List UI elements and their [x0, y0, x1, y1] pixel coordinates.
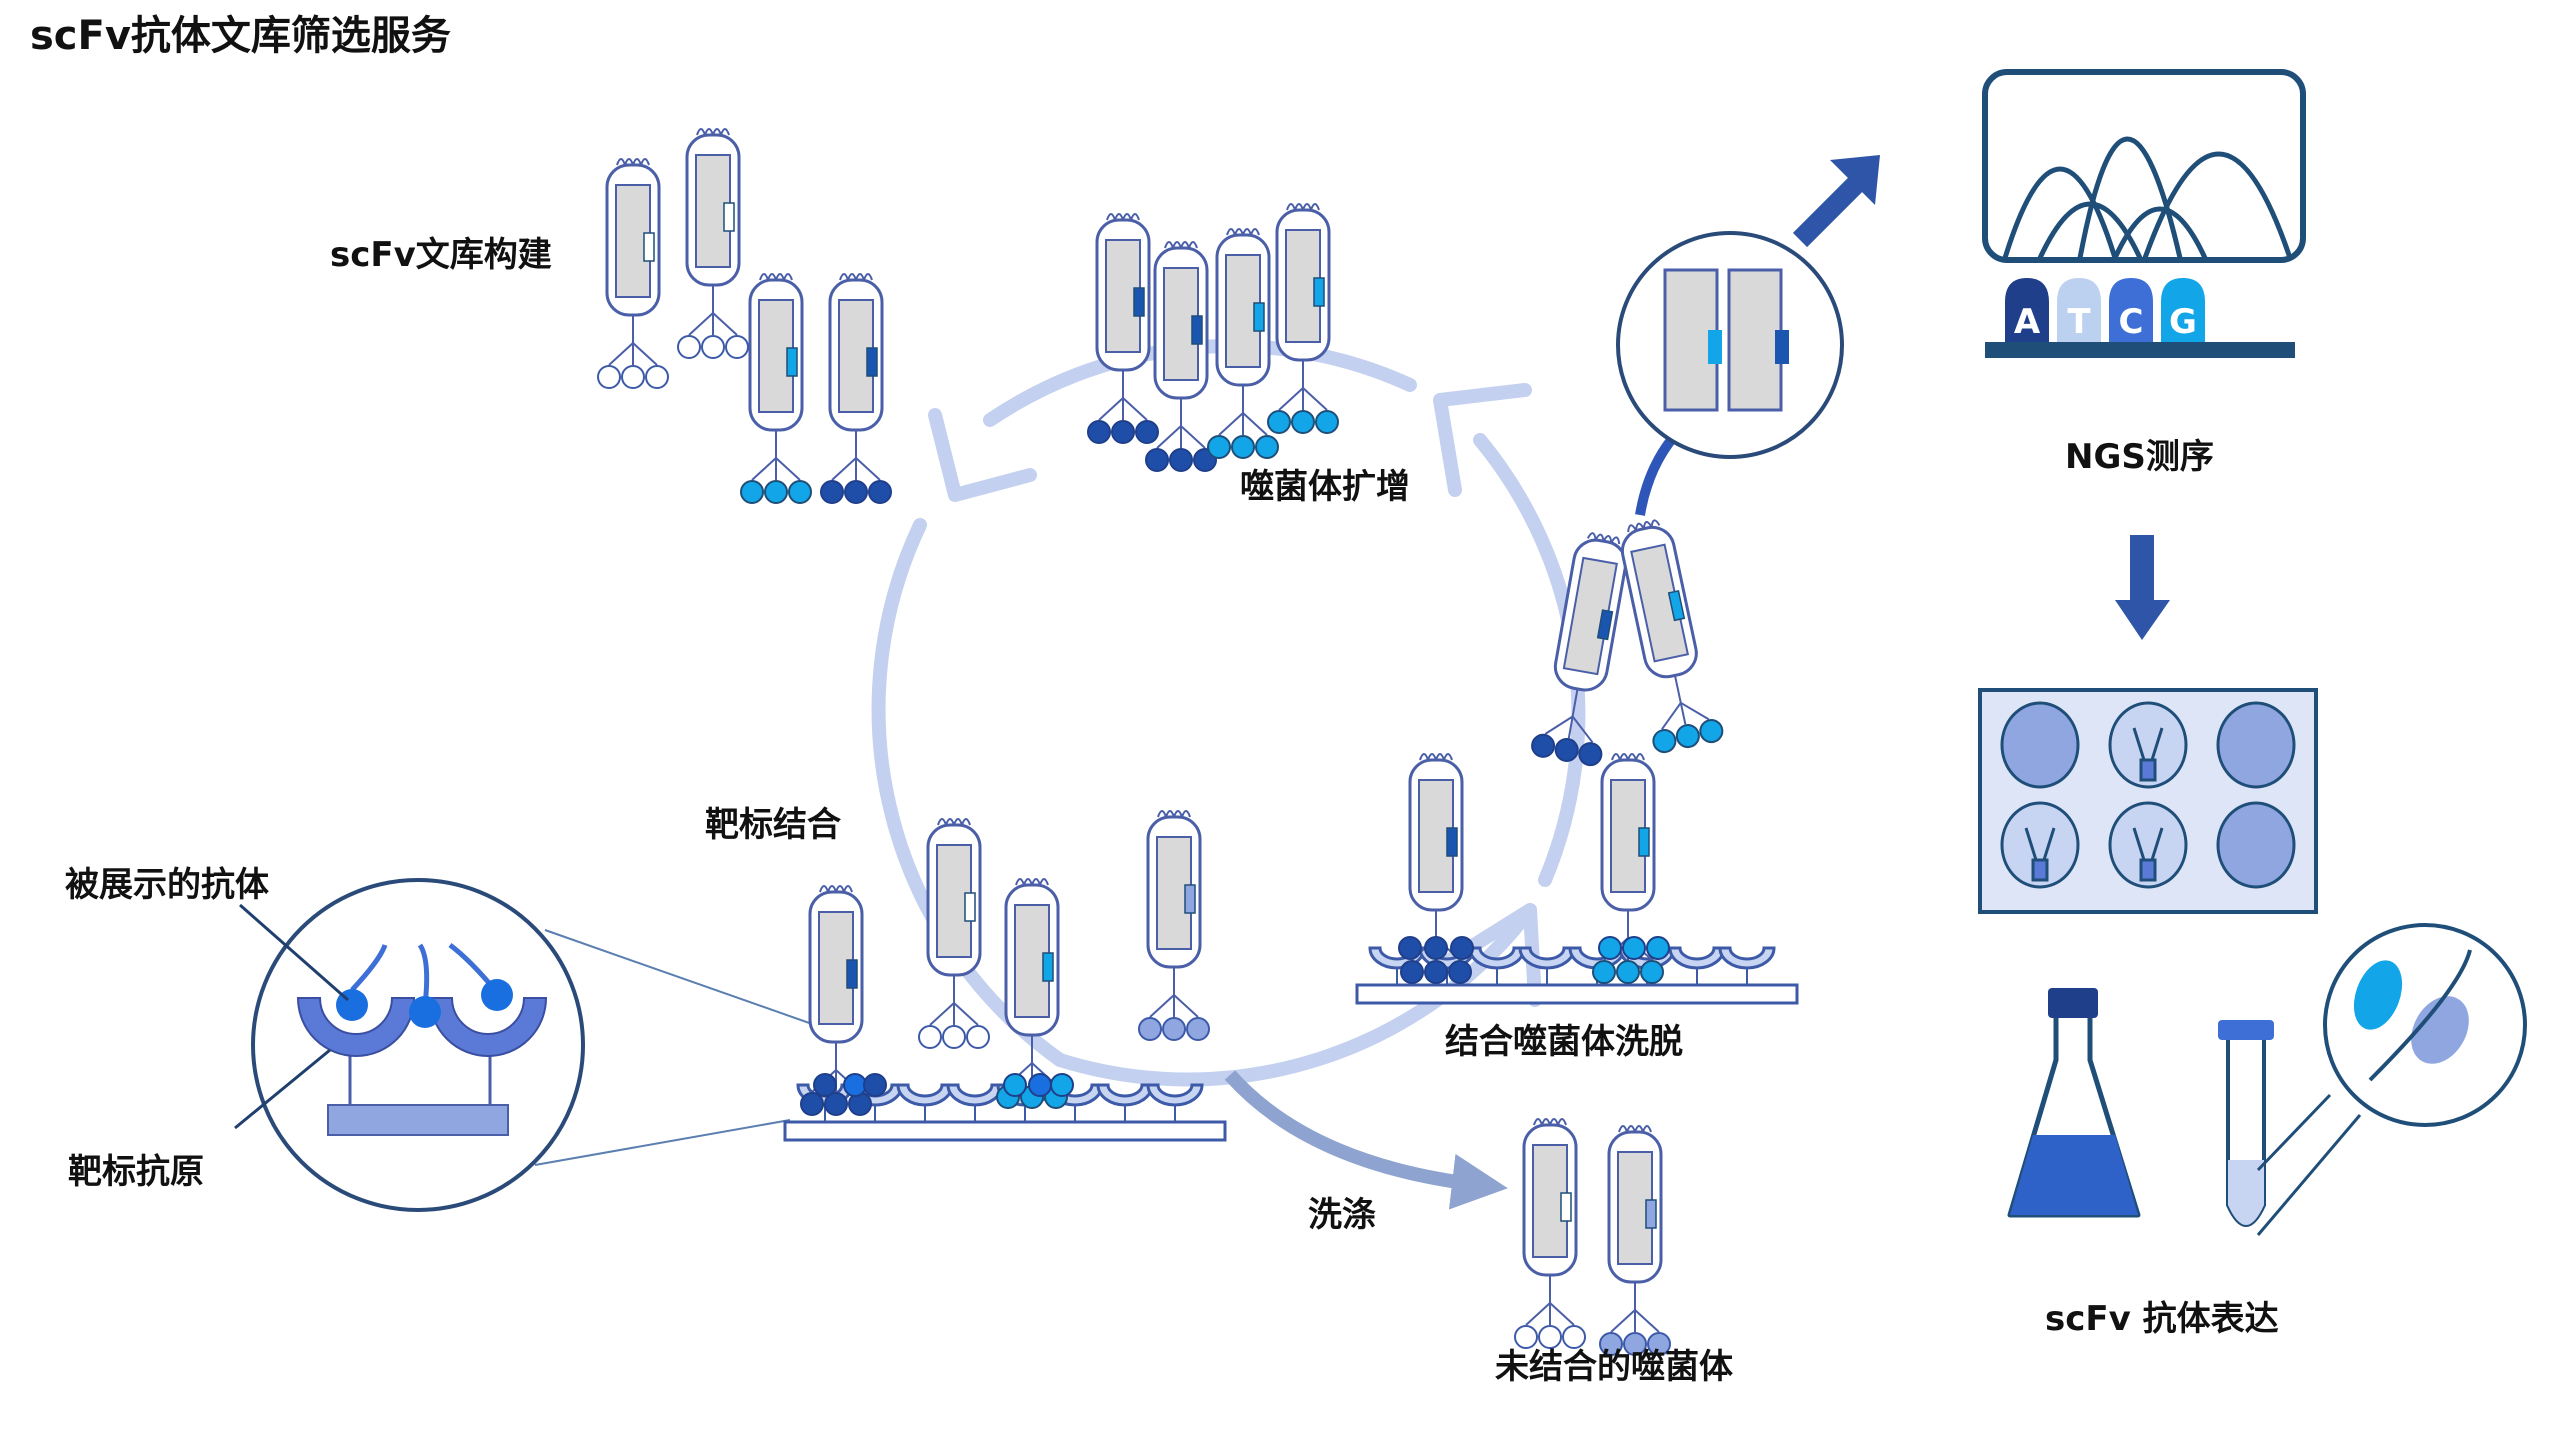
label-elution: 结合噬菌体洗脱 — [1445, 1022, 1683, 1062]
ngs-panel: A T C G — [1982, 69, 2306, 358]
plate-well — [1146, 1083, 1204, 1107]
bound-phage-ball — [1646, 936, 1670, 960]
phage — [1514, 1118, 1586, 1349]
phage — [1207, 228, 1279, 459]
label-target-antigen: 靶标抗原 — [68, 1152, 204, 1192]
phage — [677, 128, 749, 359]
bound-phage-ball — [1050, 1073, 1074, 1097]
arrowhead-to-amplification — [1433, 383, 1532, 497]
well-plate — [1978, 688, 2318, 914]
bound-phage-ball — [1598, 936, 1622, 960]
plate-well — [1718, 946, 1776, 970]
bound-phage-ball — [1622, 936, 1646, 960]
cycle-arc-bottom — [1053, 903, 1537, 1087]
bound-phage-ball — [863, 1073, 887, 1097]
phage — [820, 273, 892, 504]
arrowhead-to-elution — [1443, 903, 1542, 1007]
bound-phage-ball — [1398, 936, 1422, 960]
phage — [1531, 532, 1628, 767]
label-phage-amplification: 噬菌体扩增 — [1240, 467, 1410, 507]
elution-plate — [1355, 983, 1799, 1005]
target-plate — [783, 1120, 1227, 1142]
ngs-down-arrow — [2115, 535, 2170, 640]
cycle-arc-left — [871, 518, 1067, 1067]
bound-phage-ball — [1028, 1073, 1052, 1097]
binding-zoom — [234, 878, 816, 1212]
phage — [740, 273, 812, 504]
phage — [1145, 241, 1217, 472]
bound-phage-ball — [843, 1073, 867, 1097]
bound-phage-ball — [1424, 936, 1448, 960]
plate-well — [1096, 1083, 1154, 1107]
arrowhead-to-library — [928, 408, 1037, 502]
selection-cycle — [871, 339, 1586, 1087]
label-library-construction: scFv文库构建 — [330, 235, 552, 275]
wash-arrow — [1224, 1070, 1508, 1210]
bound-phage-ball — [1003, 1073, 1027, 1097]
page-title: scFv抗体文库筛选服务 — [30, 13, 451, 59]
bound-phage-ball — [1450, 936, 1474, 960]
phage-particles — [597, 128, 1724, 1356]
base-g: G — [2169, 302, 2197, 342]
label-unbound-phage: 未结合的噬菌体 — [1495, 1347, 1733, 1387]
phage — [996, 878, 1068, 1109]
phage — [597, 158, 669, 389]
label-ngs: NGS测序 — [2065, 437, 2214, 477]
plate-well — [896, 1083, 954, 1107]
label-displayed-antibody: 被展示的抗体 — [65, 865, 269, 905]
plates — [783, 983, 1799, 1142]
plate-well — [946, 1083, 1004, 1107]
phage — [918, 818, 990, 1049]
base-a: A — [2014, 302, 2041, 342]
base-t: T — [2067, 302, 2091, 342]
label-scfv-expression: scFv 抗体表达 — [2045, 1299, 2279, 1339]
plate-well — [1668, 946, 1726, 970]
expression-tube — [2218, 923, 2527, 1236]
label-target-binding: 靶标结合 — [705, 805, 841, 845]
to-ngs-arrow — [1792, 155, 1880, 248]
phage — [1087, 213, 1159, 444]
phage — [1620, 519, 1724, 754]
label-wash: 洗涤 — [1308, 1195, 1376, 1235]
phage — [1592, 753, 1664, 984]
culture-flask — [2007, 988, 2141, 1218]
phage — [800, 885, 872, 1116]
bound-phage-ball — [813, 1073, 837, 1097]
cycle-arrowheads — [928, 383, 1542, 1007]
base-c: C — [2119, 302, 2144, 342]
phage — [1599, 1125, 1671, 1356]
phage — [1138, 810, 1210, 1041]
phage-zoom — [1616, 231, 1844, 459]
phage — [1267, 203, 1339, 434]
